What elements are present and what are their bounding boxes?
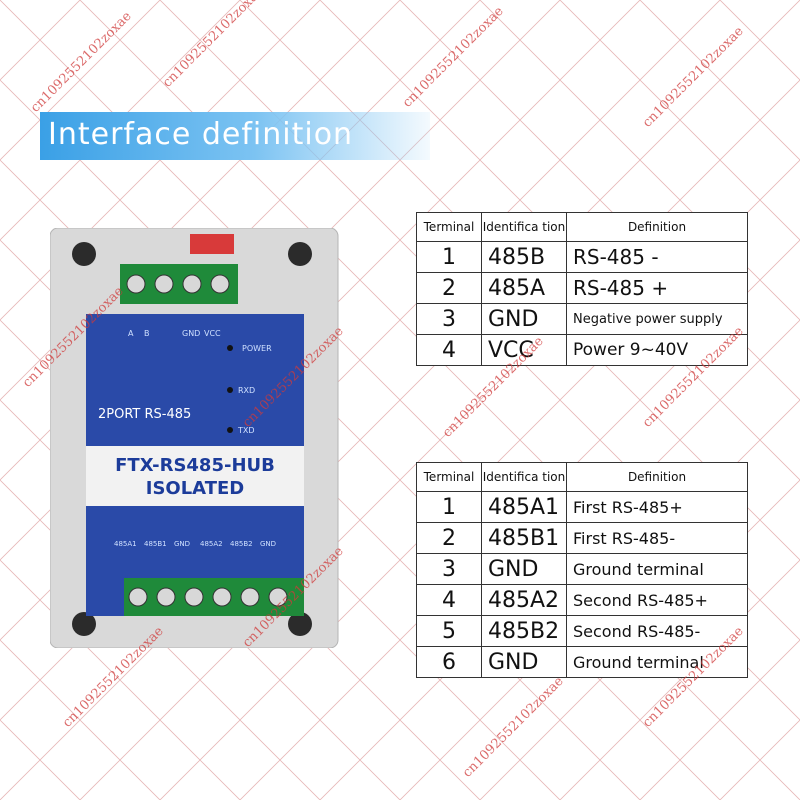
table-row: 6 GND Ground terminal [416,646,748,678]
header-definition: Definition [566,212,748,242]
definition: RS-485 - [566,241,748,273]
bottom-label-485b2: 485B2 [230,540,253,548]
pin-table-rs485: Terminal Identifica tion Definition 1 48… [416,462,748,678]
red-switch [190,234,234,254]
identification: 485B1 [481,522,567,554]
power-led-label: POWER [242,344,272,353]
table-row: 1 485B RS-485 - [416,241,748,273]
power-led [227,345,233,351]
mount-hole-top-left [72,242,96,266]
port-label: 2PORT RS-485 [98,407,191,422]
terminal-number: 1 [416,241,482,273]
definition: Power 9~40V [566,334,748,366]
header-definition: Definition [566,462,748,492]
identification: VCC [481,334,567,366]
mount-hole-bottom-right [288,612,312,636]
table-row: 2 485B1 First RS-485- [416,522,748,554]
table-header-row: Terminal Identifica tion Definition [416,212,748,242]
model-line2: ISOLATED [146,478,244,499]
table-row: 5 485B2 Second RS-485- [416,615,748,647]
identification: 485B [481,241,567,273]
identification: GND [481,646,567,678]
identification: GND [481,553,567,585]
header-terminal: Terminal [416,462,482,492]
section-banner [40,112,430,160]
terminal-number: 6 [416,646,482,678]
top-label-gnd: GND [182,329,200,338]
identification: GND [481,303,567,335]
definition: Ground terminal [566,646,748,678]
txd-led-label: TXD [237,426,255,435]
identification: 485A [481,272,567,304]
hub-device-image: A B GND VCC POWER RXD TXD 2PORT RS-485 F… [50,228,339,648]
model-line1: FTX-RS485-HUB [115,455,275,476]
table-row: 1 485A1 First RS-485+ [416,491,748,523]
terminal-number: 3 [416,303,482,335]
pin-table-power: Terminal Identifica tion Definition 1 48… [416,212,748,366]
bottom-label-485a2: 485A2 [200,540,223,548]
table-row: 4 VCC Power 9~40V [416,334,748,366]
terminal-number: 2 [416,272,482,304]
header-terminal: Terminal [416,212,482,242]
table-row: 3 GND Negative power supply [416,303,748,335]
identification: 485B2 [481,615,567,647]
rxd-led [227,387,233,393]
definition: Negative power supply [566,303,748,335]
definition: First RS-485- [566,522,748,554]
bottom-label-gnd1: GND [174,540,190,548]
definition: RS-485 + [566,272,748,304]
top-label-vcc: VCC [204,329,221,338]
terminal-number: 4 [416,334,482,366]
table-row: 2 485A RS-485 + [416,272,748,304]
table-row: 4 485A2 Second RS-485+ [416,584,748,616]
definition: Ground terminal [566,553,748,585]
section-title: Interface definition [48,117,354,152]
model-label-band [86,446,304,506]
bottom-label-485a1: 485A1 [114,540,137,548]
top-label-a: A [128,329,134,338]
terminal-number: 3 [416,553,482,585]
rxd-led-label: RXD [238,386,255,395]
mount-hole-bottom-left [72,612,96,636]
definition: Second RS-485- [566,615,748,647]
header-identification: Identifica tion [481,462,567,492]
terminal-number: 4 [416,584,482,616]
terminal-number: 2 [416,522,482,554]
definition: First RS-485+ [566,491,748,523]
terminal-number: 5 [416,615,482,647]
mount-hole-top-right [288,242,312,266]
identification: 485A2 [481,584,567,616]
table-row: 3 GND Ground terminal [416,553,748,585]
bottom-label-485b1: 485B1 [144,540,167,548]
bottom-label-gnd2: GND [260,540,276,548]
terminal-number: 1 [416,491,482,523]
table-header-row: Terminal Identifica tion Definition [416,462,748,492]
top-label-b: B [144,329,150,338]
definition: Second RS-485+ [566,584,748,616]
txd-led [227,427,233,433]
header-identification: Identifica tion [481,212,567,242]
identification: 485A1 [481,491,567,523]
